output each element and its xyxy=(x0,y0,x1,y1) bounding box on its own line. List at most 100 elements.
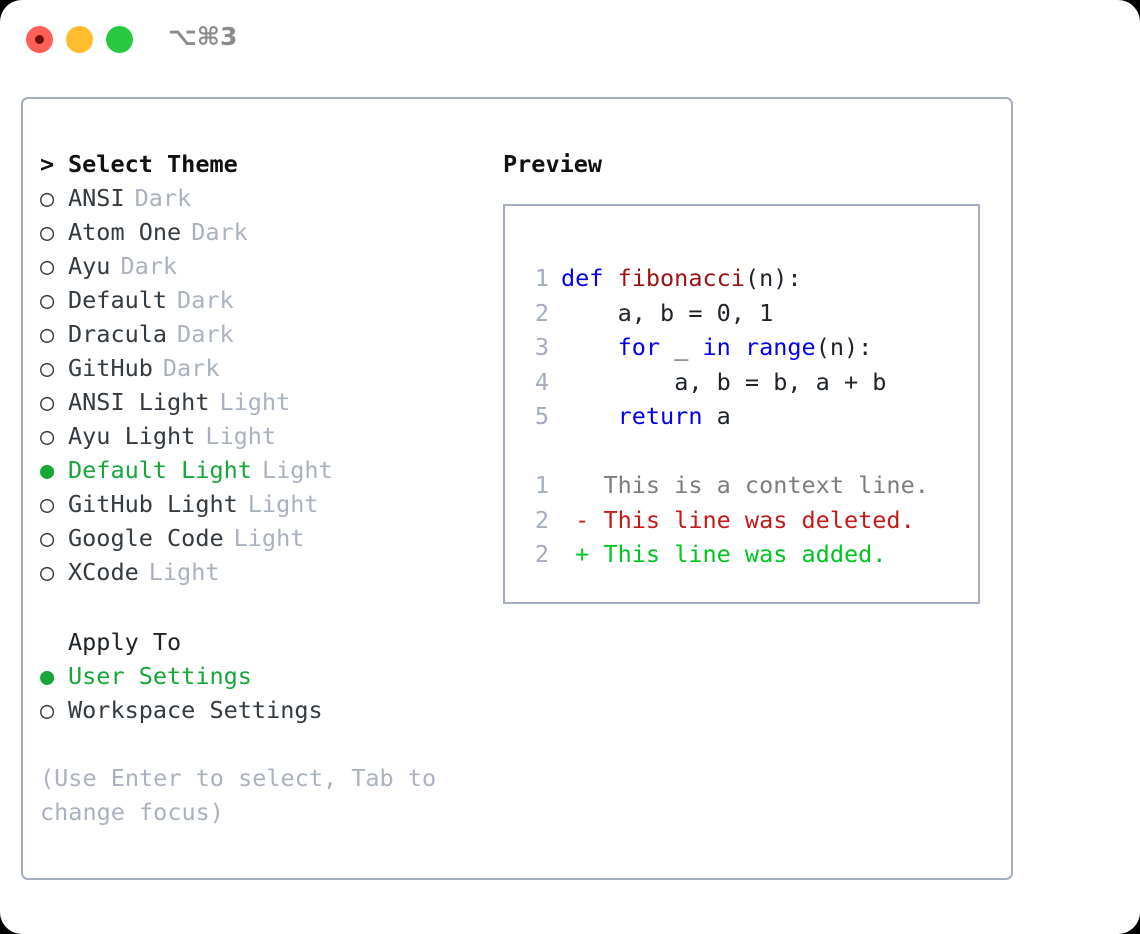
diff-text: This line was added. xyxy=(603,540,887,568)
theme-variant-tag: Light xyxy=(261,456,333,484)
apply-to-list: ● User Settings ○ Workspace Settings xyxy=(40,659,490,727)
line-number: 1 xyxy=(534,264,549,292)
theme-variant-tag: Light xyxy=(219,388,291,416)
radio-unselected-icon[interactable]: ○ xyxy=(40,524,55,552)
diff-line: 1 This is a context line. xyxy=(523,468,929,503)
theme-name: ANSI Light xyxy=(68,388,210,416)
code-blank-line xyxy=(523,434,929,469)
caret-icon: > xyxy=(40,150,55,178)
code-token: a xyxy=(716,402,731,430)
radio-unselected-icon[interactable]: ○ xyxy=(40,558,55,586)
theme-variant-tag: Dark xyxy=(177,286,234,314)
line-number: 2 xyxy=(534,298,549,327)
diff-marker: + xyxy=(561,540,604,568)
theme-variant-tag: Dark xyxy=(177,320,234,348)
theme-list-item[interactable]: ○ ANSI Dark xyxy=(40,181,490,215)
theme-variant-tag: Light xyxy=(148,558,220,586)
radio-unselected-icon[interactable]: ○ xyxy=(40,218,55,246)
code-token: a, b = 0, 1 xyxy=(617,298,774,327)
radio-unselected-icon[interactable]: ○ xyxy=(40,388,55,416)
radio-unselected-icon[interactable]: ○ xyxy=(40,490,55,518)
code-token: a, b = b, a + b xyxy=(674,367,887,396)
line-number: 3 xyxy=(534,333,549,361)
minimize-button[interactable] xyxy=(66,26,93,53)
diff-line: 2 - This line was deleted. xyxy=(523,503,929,538)
theme-name: XCode xyxy=(68,558,139,586)
theme-variant-tag: Light xyxy=(233,524,305,552)
code-indent xyxy=(561,368,674,396)
theme-list-item[interactable]: ○ GitHub Light Light xyxy=(40,487,490,521)
theme-variant-tag: Dark xyxy=(134,184,192,212)
theme-list-item[interactable]: ○ XCode Light xyxy=(40,555,490,589)
code-token: fibonacci xyxy=(617,264,745,292)
radio-unselected-icon[interactable]: ○ xyxy=(40,252,55,280)
radio-unselected-icon[interactable]: ○ xyxy=(40,320,55,348)
code-line: 3 for _ in range(n): xyxy=(523,330,929,365)
radio-unselected-icon[interactable]: ○ xyxy=(40,422,55,450)
code-token: (n): xyxy=(744,264,802,292)
apply-to-label: Apply To xyxy=(68,628,182,656)
code-indent xyxy=(561,402,618,430)
theme-name: ANSI xyxy=(68,184,125,212)
line-number: 1 xyxy=(534,471,549,499)
code-line: 4 a, b = b, a + b xyxy=(523,365,929,400)
diff-text: This is a context line. xyxy=(603,471,929,499)
diff-text: This line was deleted. xyxy=(603,505,915,534)
code-line: 5 return a xyxy=(523,399,929,434)
theme-name: Ayu Light xyxy=(68,422,196,450)
code-token: range xyxy=(744,333,816,361)
theme-list-item[interactable]: ○ Ayu Light Light xyxy=(40,419,490,453)
radio-selected-icon[interactable]: ● xyxy=(40,662,55,690)
radio-unselected-icon[interactable]: ○ xyxy=(40,184,55,212)
radio-unselected-icon[interactable]: ○ xyxy=(40,286,55,314)
line-number: 2 xyxy=(534,505,549,534)
theme-variant-tag: Light xyxy=(205,422,277,450)
code-indent xyxy=(561,333,618,361)
diff-marker xyxy=(561,471,603,499)
code-token: for xyxy=(617,333,675,361)
code-token: _ xyxy=(674,333,703,361)
theme-list-item[interactable]: ○ ANSI Light Light xyxy=(40,385,490,419)
theme-name: Default Light xyxy=(68,456,252,484)
window-title: ⌥⌘3 xyxy=(168,22,238,51)
theme-list-header: >Select Theme xyxy=(40,147,490,181)
radio-unselected-icon[interactable]: ○ xyxy=(40,354,55,382)
theme-name: GitHub Light xyxy=(68,490,238,518)
theme-variant-tag: Dark xyxy=(120,252,178,280)
theme-name: GitHub xyxy=(68,354,153,382)
apply-to-option-label: User Settings xyxy=(68,662,252,690)
theme-name: Ayu xyxy=(68,252,111,280)
theme-list-item[interactable]: ○ Ayu Dark xyxy=(40,249,490,283)
close-button[interactable] xyxy=(26,26,53,53)
maximize-button[interactable] xyxy=(106,26,133,53)
radio-selected-icon[interactable]: ● xyxy=(40,456,55,484)
theme-list-item[interactable]: ○ Google Code Light xyxy=(40,521,490,555)
theme-list-item[interactable]: ● Default Light Light xyxy=(40,453,490,487)
line-number: 5 xyxy=(534,402,549,430)
code-indent xyxy=(561,299,618,327)
apply-to-option[interactable]: ● User Settings xyxy=(40,659,490,693)
radio-unselected-icon[interactable]: ○ xyxy=(40,696,55,724)
code-token: def xyxy=(561,264,618,292)
apply-to-option-label: Workspace Settings xyxy=(68,696,323,724)
theme-name: Google Code xyxy=(68,524,224,552)
line-number: 4 xyxy=(534,367,549,396)
code-token: (n): xyxy=(815,333,873,361)
theme-variant-tag: Light xyxy=(247,490,319,518)
diff-line: 2 + This line was added. xyxy=(523,537,929,572)
code-token: in xyxy=(702,333,745,361)
code-token: return xyxy=(617,402,717,430)
line-number: 2 xyxy=(534,540,549,568)
apply-to-option[interactable]: ○ Workspace Settings xyxy=(40,693,490,727)
diff-marker: - xyxy=(561,505,604,534)
keyboard-hint: (Use Enter to select, Tab to change focu… xyxy=(40,764,437,826)
